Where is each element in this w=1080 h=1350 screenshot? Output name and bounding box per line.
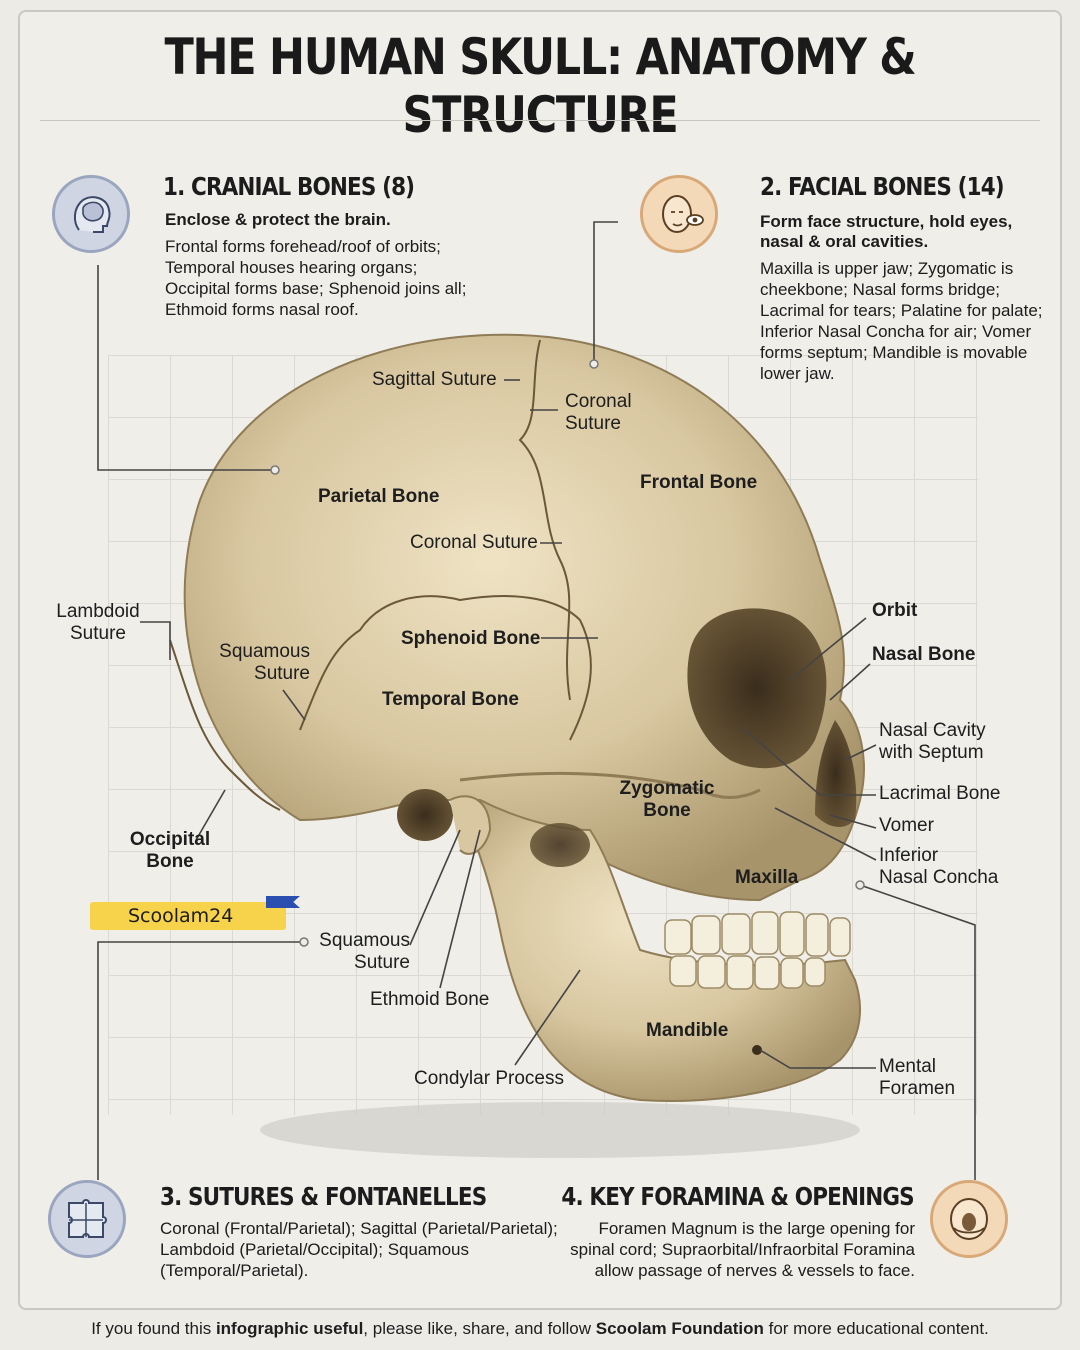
label-line: with Septum [879, 742, 984, 763]
label-squamous-suture-lower: Squamous Suture [310, 930, 410, 974]
page-title: THE HUMAN SKULL: ANATOMY & STRUCTURE [164, 28, 917, 144]
label-line: Squamous [319, 930, 410, 951]
footer-message: If you found this infographic useful, pl… [0, 1312, 1080, 1350]
label-line: Nasal Concha [879, 867, 999, 888]
cranial-heading: 1. CRANIAL BONES (8) [163, 172, 415, 201]
label-line: Suture [254, 663, 310, 684]
label-line: Suture [354, 952, 410, 973]
label-line: Squamous [219, 641, 310, 662]
foramina-line: spinal cord; Supraorbital/Infraorbital F… [570, 1240, 915, 1259]
label-zygomatic-bone: Zygomatic Bone [612, 778, 722, 822]
foramina-body: Foramen Magnum is the large opening for … [570, 1218, 915, 1281]
label-inferior-nasal-concha: Inferior Nasal Concha [879, 845, 998, 889]
label-temporal-bone: Temporal Bone [382, 689, 519, 710]
footer-text: If you found this [91, 1319, 216, 1338]
label-line: Suture [565, 413, 621, 434]
label-orbit: Orbit [872, 600, 918, 621]
skull-shadow [260, 1102, 860, 1158]
cranial-line: Frontal forms forehead/roof of orbits; [165, 237, 441, 256]
footer-emphasis: infographic useful [215, 1319, 364, 1338]
foramina-line: allow passage of nerves & vessels to fac… [594, 1261, 915, 1280]
label-line: Nasal Cavity [879, 720, 986, 741]
cranial-line: Temporal houses hearing organs; [165, 258, 418, 277]
watermark-badge: Scoolam24 [90, 902, 286, 930]
condylar-process-shape [449, 795, 492, 855]
label-line: Lambdoid [56, 601, 140, 622]
title-divider [40, 120, 1040, 121]
label-frontal-bone: Frontal Bone [640, 472, 758, 493]
label-nasal-bone: Nasal Bone [872, 644, 976, 665]
sutures-heading: 3. SUTURES & FONTANELLES [160, 1182, 487, 1211]
face-eye-icon [640, 175, 718, 253]
label-line: Inferior [879, 845, 939, 866]
label-mental-foramen: Mental Foramen [879, 1056, 955, 1100]
label-line: Bone [643, 800, 691, 821]
cranial-line: Occipital forms base; Sphenoid joins all… [165, 279, 467, 298]
sigmoid-notch [530, 823, 590, 867]
label-line: Occipital [129, 829, 211, 850]
label-line: Suture [70, 623, 126, 644]
label-coronal-suture-mid: Coronal Suture [410, 532, 538, 553]
label-line: Zygomatic [619, 778, 715, 799]
facial-subtitle-line: Form face structure, hold eyes, [760, 212, 1013, 231]
label-squamous-suture-upper: Squamous Suture [210, 641, 310, 685]
footer-brand: Scoolam Foundation [595, 1319, 764, 1338]
foramina-heading: 4. KEY FORAMINA & OPENINGS [561, 1182, 915, 1211]
facial-line: cheekbone; Nasal forms bridge; [760, 280, 1001, 299]
footer-text: , please like, share, and follow [363, 1319, 596, 1338]
label-sphenoid-bone: Sphenoid Bone [401, 628, 541, 649]
skull-base-icon [930, 1180, 1008, 1258]
sutures-line: Coronal (Frontal/Parietal); Sagittal (Pa… [160, 1219, 558, 1238]
label-lambdoid-suture: Lambdoid Suture [54, 601, 142, 645]
sutures-body: Coronal (Frontal/Parietal); Sagittal (Pa… [160, 1218, 558, 1281]
facial-heading: 2. FACIAL BONES (14) [760, 172, 1005, 201]
label-condylar-process: Condylar Process [414, 1068, 564, 1089]
facial-subtitle-line: nasal & oral cavities. [760, 232, 929, 251]
label-occipital-bone: Occipital Bone [110, 829, 230, 873]
facial-line: Inferior Nasal Concha for air; Vomer [760, 322, 1032, 341]
suture-lines [169, 339, 592, 811]
label-line: Bone [146, 851, 194, 872]
label-line: Foramen [879, 1078, 956, 1099]
facial-line: forms septum; Mandible is movable [760, 343, 1028, 362]
label-parietal-bone: Parietal Bone [318, 486, 440, 507]
nasal-cavity-shape [815, 720, 857, 827]
label-mandible: Mandible [646, 1020, 729, 1041]
label-vomer: Vomer [879, 815, 934, 836]
label-lacrimal-bone: Lacrimal Bone [879, 783, 1001, 804]
badge-flag-icon [266, 896, 300, 908]
mandible-shape [452, 798, 861, 1102]
label-ethmoid-bone: Ethmoid Bone [370, 989, 490, 1010]
sutures-line: (Temporal/Parietal). [160, 1261, 309, 1280]
label-line: Mental [879, 1056, 937, 1077]
facial-line: Maxilla is upper jaw; Zygomatic is [760, 259, 1014, 278]
foramina-line: Foramen Magnum is the large opening for [598, 1219, 915, 1238]
zygomatic-arch [459, 771, 761, 799]
cranial-body: Frontal forms forehead/roof of orbits; T… [165, 236, 466, 320]
footer-text: for more educational content. [763, 1319, 989, 1338]
cranial-subtitle: Enclose & protect the brain. [165, 210, 391, 229]
label-coronal-suture-top: Coronal Suture [565, 391, 632, 435]
teeth-row [664, 911, 851, 990]
facial-body: Maxilla is upper jaw; Zygomatic is cheek… [760, 258, 1043, 384]
label-line: Coronal [565, 391, 632, 412]
facial-line: Lacrimal for tears; Palatine for palate; [760, 301, 1043, 320]
facial-line: lower jaw. [760, 364, 835, 383]
sutures-line: Lambdoid (Parietal/Occipital); Squamous [160, 1240, 469, 1259]
ear-canal [397, 789, 453, 841]
brain-head-icon [52, 175, 130, 253]
label-sagittal-suture: Sagittal Suture [372, 369, 497, 390]
mental-foramen-dot [752, 1045, 762, 1055]
label-nasal-cavity: Nasal Cavity with Septum [879, 720, 986, 764]
cranial-line: Ethmoid forms nasal roof. [165, 300, 359, 319]
facial-subtitle: Form face structure, hold eyes, nasal & … [760, 212, 1012, 252]
puzzle-icon [48, 1180, 126, 1258]
label-maxilla: Maxilla [735, 867, 799, 888]
orbit-cavity [687, 608, 827, 769]
